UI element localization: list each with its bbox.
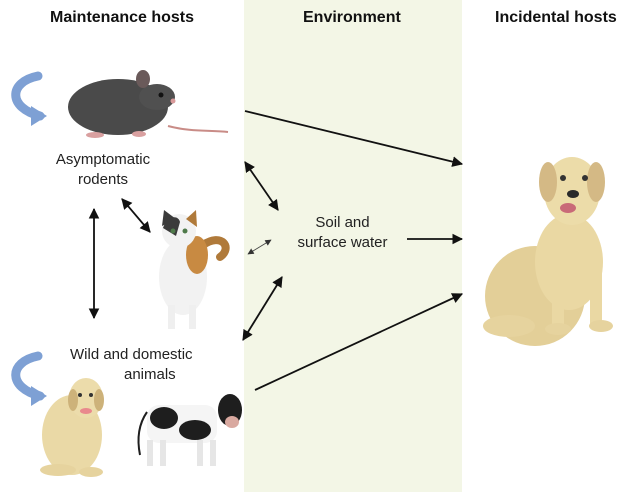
- large-dog-image: [483, 157, 613, 346]
- rat-image: [68, 70, 229, 138]
- rodents-label-line2: rodents: [77, 171, 129, 188]
- environment-header: Environment: [303, 9, 401, 26]
- animals-label-line1: Wild and domestic: [70, 346, 193, 363]
- environment-band: [244, 0, 462, 492]
- cow-image: [137, 394, 242, 466]
- animal-cycle-arrow: [11, 351, 47, 406]
- rodent-cycle-arrow: [11, 71, 47, 126]
- arrow-animals-environment: [242, 276, 283, 341]
- arrow-animals-to-incidental: [254, 293, 463, 391]
- environment-label: Soil and surface water: [280, 213, 405, 253]
- arrow-rodents-environment: [244, 161, 279, 211]
- incidental-hosts-header: Incidental hosts: [495, 9, 617, 26]
- environment-label-line2: surface water: [297, 234, 388, 251]
- animals-label-line2: animals: [124, 366, 176, 383]
- arrow-rodents-cat: [121, 198, 151, 233]
- arrow-rodents-to-incidental: [244, 110, 464, 167]
- cat-image: [159, 210, 230, 329]
- dog-image: [40, 378, 104, 477]
- rodents-label: Asymptomatic rodents: [38, 150, 168, 190]
- arrow-cat-environment: [247, 239, 272, 255]
- rodents-label-line1: Asymptomatic: [55, 151, 151, 168]
- environment-label-line1: Soil and: [315, 214, 370, 231]
- animals-label: Wild and domestic animals: [70, 345, 230, 385]
- maintenance-hosts-header: Maintenance hosts: [50, 9, 195, 26]
